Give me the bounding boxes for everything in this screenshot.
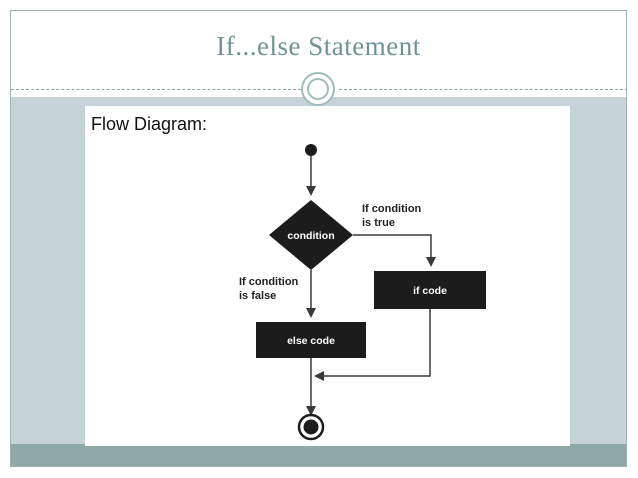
footer-band	[11, 444, 626, 466]
true-condition-label-line1: If condition	[362, 203, 422, 215]
decision-label: condition	[287, 230, 334, 242]
flow-diagram-panel: Flow Diagram: condition If condition is …	[85, 106, 570, 446]
decision-diamond	[269, 200, 353, 270]
slide: If...else Statement Flow Diagram: condit…	[10, 10, 627, 467]
flow-diagram: condition If condition is true if code I…	[239, 144, 486, 441]
start-node	[305, 144, 317, 156]
else-code-box	[256, 322, 366, 358]
title-divider-right	[339, 89, 626, 90]
slide-title: If...else Statement	[216, 31, 421, 61]
end-node	[303, 419, 319, 435]
true-branch-arrow	[353, 234, 436, 267]
if-merge-arrow	[314, 309, 431, 381]
circle-ornament-inner	[307, 78, 329, 100]
false-condition-label-line2: is false	[239, 290, 276, 302]
if-code-box	[374, 271, 486, 309]
circle-ornament-icon	[301, 72, 335, 106]
flow-diagram-heading: Flow Diagram:	[91, 114, 208, 134]
if-code-label: if code	[413, 285, 447, 297]
title-divider-left	[11, 89, 301, 90]
else-code-label: else code	[287, 335, 335, 347]
true-condition-label-line2: is true	[362, 217, 395, 229]
false-condition-label-line1: If condition	[239, 276, 299, 288]
